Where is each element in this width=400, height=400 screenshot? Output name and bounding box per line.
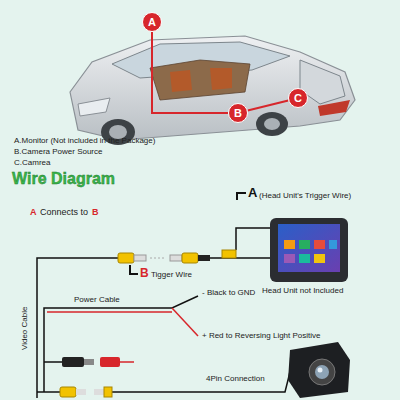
power-connector	[60, 357, 134, 397]
wire-name: 4Pin Connection	[206, 374, 265, 383]
part-name: Head Unit not Included	[262, 286, 343, 295]
wire-name: Tigger Wire	[151, 270, 192, 279]
wire-name: (Head Unit's Trigger Wire)	[259, 191, 351, 200]
callout-letter: A	[248, 186, 257, 201]
section-heading: Wire Diagram	[12, 170, 115, 188]
callout-circle: B	[228, 103, 248, 123]
legend-line: A.Monitor (Not included in the Package)	[14, 136, 155, 145]
camera	[288, 342, 350, 398]
legend-line: B.Camera Power Source	[14, 147, 102, 156]
wire-route	[248, 100, 289, 110]
callout-letter: B	[234, 107, 242, 119]
callout-letter: B	[92, 207, 99, 217]
wire-name: - Black to GND	[202, 288, 255, 297]
wire-route	[152, 32, 228, 113]
callout-circle: A	[142, 12, 162, 32]
callout-letter: C	[294, 92, 302, 104]
rca-connector	[118, 250, 236, 263]
legend-line: C.Camrea	[14, 158, 50, 167]
note: Connects to	[40, 207, 88, 217]
callout-letter: A	[30, 207, 37, 217]
callout-circle: C	[288, 88, 308, 108]
wire-name: + Red to Reversing Light Positive	[202, 331, 321, 340]
wire-name: Video Cable	[20, 307, 29, 350]
callout-letter: B	[140, 267, 149, 281]
head-unit-picture	[270, 218, 348, 282]
wires	[37, 193, 290, 398]
callout-letter: A	[148, 16, 156, 28]
wire-name: Power Cable	[74, 295, 120, 304]
car-illustration	[70, 36, 355, 145]
